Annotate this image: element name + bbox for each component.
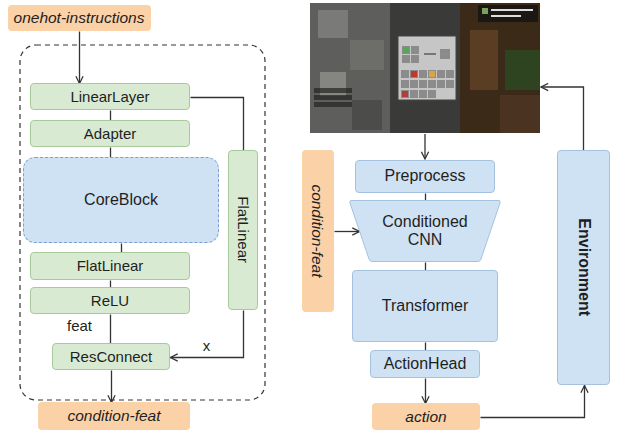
edge-label: feat — [65, 318, 94, 335]
screenshot-illustration — [403, 47, 409, 53]
screenshot-illustration — [350, 40, 384, 70]
input-box: onehot-instructions — [8, 5, 151, 31]
node-label: Adapter — [84, 125, 137, 142]
screenshot-illustration — [314, 88, 352, 93]
screenshot-illustration — [437, 80, 445, 88]
screenshot-illustration — [398, 36, 456, 100]
connector — [481, 386, 585, 418]
trapezoid-outline — [350, 201, 500, 262]
screenshot-illustration — [352, 100, 382, 130]
connector — [425, 379, 426, 404]
connector — [171, 311, 244, 358]
screenshot-illustration — [419, 90, 427, 98]
screenshot-illustration — [402, 91, 408, 97]
connector — [335, 231, 360, 232]
connector — [111, 371, 112, 403]
screenshot-illustration — [402, 46, 410, 54]
core-block: CoreBlock — [23, 157, 219, 243]
connector — [110, 111, 111, 121]
layer-box: FlatLinear — [228, 150, 258, 310]
screenshot-illustration — [318, 10, 348, 38]
edge-label: x — [201, 338, 213, 355]
screenshot-illustration — [401, 80, 409, 88]
process-box: Preprocess — [355, 160, 495, 193]
screenshot-illustration — [470, 30, 498, 90]
screenshot-illustration — [411, 71, 417, 77]
screenshot-illustration — [310, 3, 390, 133]
screenshot-illustration — [446, 70, 454, 78]
screenshot-illustration — [419, 80, 427, 88]
screenshot-illustration — [440, 49, 450, 59]
connector — [79, 32, 80, 84]
screenshot-illustration — [419, 70, 427, 78]
screenshot-illustration — [428, 70, 436, 78]
connector — [425, 194, 426, 201]
screenshot-illustration — [437, 70, 445, 78]
node-label: ActionHead — [384, 355, 467, 373]
screenshot-illustration — [410, 90, 418, 98]
screenshot-illustration — [491, 15, 521, 17]
screenshot-illustration — [478, 5, 538, 22]
layer-box: ResConnect — [52, 343, 170, 370]
screenshot-illustration — [460, 3, 540, 133]
node-label: ResConnect — [70, 348, 153, 365]
process-box: Transformer — [352, 270, 498, 342]
screenshot-illustration — [500, 95, 540, 133]
node-label: FlatLinear — [77, 257, 144, 274]
environment-box: Environment — [557, 150, 610, 385]
screenshot-illustration — [410, 70, 418, 78]
node-label: action — [405, 408, 446, 426]
trapezoid-block: Conditioned CNN — [349, 200, 501, 262]
screenshot-illustration — [20, 45, 265, 400]
connector — [110, 148, 111, 158]
input-box: condition-feat — [302, 150, 334, 312]
screenshot-illustration — [491, 9, 533, 11]
screenshot-illustration — [401, 70, 409, 78]
screenshot-illustration — [411, 46, 419, 54]
screenshot-illustration — [401, 90, 409, 98]
screenshot-illustration — [424, 53, 436, 55]
screenshot-illustration — [410, 80, 418, 88]
node-label: Preprocess — [385, 167, 466, 185]
layer-box: ReLU — [30, 287, 190, 314]
screenshot-illustration — [429, 71, 435, 77]
node-label: LinearLayer — [70, 88, 149, 105]
screenshot-illustration — [505, 50, 540, 90]
node-label: condition-feat — [309, 184, 327, 277]
layer-box: LinearLayer — [30, 83, 190, 110]
connector — [191, 98, 244, 151]
node-label: CoreBlock — [84, 191, 158, 209]
screenshot-illustration — [310, 3, 540, 133]
node-label: Transformer — [382, 297, 469, 315]
screenshot-illustration — [446, 80, 454, 88]
screenshot-illustration — [310, 3, 540, 133]
layer-box: Adapter — [30, 120, 190, 147]
screenshot-illustration — [411, 55, 419, 63]
output-box: action — [372, 403, 480, 430]
screenshot-illustration — [314, 95, 352, 100]
screenshot-illustration — [428, 80, 436, 88]
node-label: Environment — [574, 219, 592, 317]
layer-box: FlatLinear — [30, 252, 190, 280]
node-label: FlatLinear — [234, 197, 251, 264]
screenshot-illustration — [428, 90, 436, 98]
node-label: ReLU — [91, 292, 129, 309]
screenshot-illustration — [402, 55, 410, 63]
output-box: condition-feat — [38, 402, 190, 430]
process-box: ActionHead — [370, 350, 480, 378]
node-label: Conditioned CNN — [375, 213, 475, 250]
connector — [110, 315, 111, 344]
screenshot-illustration — [482, 8, 488, 14]
node-label: condition-feat — [67, 407, 160, 425]
node-label: onehot-instructions — [14, 9, 145, 27]
screenshot-illustration — [424, 134, 425, 159]
screenshot-illustration — [314, 102, 352, 107]
screenshot-illustration — [541, 87, 584, 150]
